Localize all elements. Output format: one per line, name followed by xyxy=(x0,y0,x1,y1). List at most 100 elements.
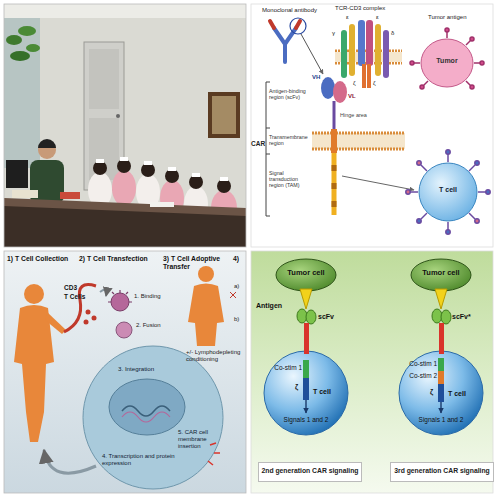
antigen-scfv-receptor-part xyxy=(306,310,316,324)
panel-borders-part xyxy=(251,4,493,247)
node-text: ζ xyxy=(295,383,303,391)
figure-label: VH xyxy=(312,74,326,81)
car-t-process-figure-part xyxy=(45,312,66,334)
car-receptor-spike xyxy=(406,150,490,234)
car-structure-figure-part xyxy=(270,21,300,28)
car-receptor-spike-part xyxy=(447,222,449,230)
figure-label: Antigen xyxy=(256,302,292,310)
car-t-process-figure-part xyxy=(198,266,214,282)
car-structure-figure-part xyxy=(332,201,337,207)
office-photo-part xyxy=(89,118,119,180)
tumor-cell-shape xyxy=(411,259,471,291)
car-structure-figure-part xyxy=(341,30,347,78)
figure-label: δ xyxy=(391,30,399,37)
tumor-antigen-spike-part xyxy=(470,85,474,89)
car-receptor-spike-part xyxy=(406,190,410,194)
figure-label: 1) T Cell Collection xyxy=(7,255,79,263)
office-photo-part xyxy=(89,49,119,109)
car-structure-figure-part xyxy=(366,20,373,66)
car-structure-figure-part xyxy=(349,24,355,76)
office-photo xyxy=(4,4,246,247)
tumor-antigen-spike-part xyxy=(413,62,420,64)
tumor-antigen-spike-part xyxy=(423,81,428,86)
figure-label: Monoclonal antibody xyxy=(262,7,324,14)
office-photo-part xyxy=(212,96,236,134)
transfected-t-cell-detail-part xyxy=(208,443,220,465)
node-text: 3rd generation CAR signaling xyxy=(392,467,492,475)
car-structure-figure-part xyxy=(332,153,337,215)
figure-label: 3) T Cell Adoptive Transfer xyxy=(163,255,229,271)
figure-label: VL xyxy=(348,93,360,100)
figure-label: scFv xyxy=(318,313,342,321)
car-structure-figure-part xyxy=(383,30,389,78)
car-structure-figure-part xyxy=(312,148,405,151)
office-photo-part xyxy=(141,163,155,177)
car-receptor-spike-part xyxy=(469,165,475,171)
transfected-t-cell-shape xyxy=(83,346,223,489)
car-receptor-spike-part xyxy=(478,191,486,193)
t-cell-shape xyxy=(264,351,348,435)
office-photo-part xyxy=(220,177,228,181)
node-text: T cell xyxy=(313,388,347,396)
office-photo-part xyxy=(192,173,200,177)
car-t-process-figure-part xyxy=(92,316,97,321)
figure-label: 1. Binding xyxy=(134,293,174,300)
tumor-cell: Tumor xyxy=(420,38,474,88)
office-photo-part xyxy=(96,159,104,163)
t-cell-detail-part xyxy=(303,378,309,400)
office-photo-part xyxy=(189,175,203,189)
t-cell-detail-part xyxy=(438,371,444,384)
car-receptor-spike-part xyxy=(486,190,490,194)
office-photo-part xyxy=(150,202,174,207)
office-photo-part xyxy=(12,190,38,198)
transfected-t-cell-detail-part xyxy=(109,379,185,435)
office-photo-part xyxy=(4,18,40,168)
office-photo-part xyxy=(208,92,240,138)
office-photo-part xyxy=(26,44,40,52)
tumor-antigen-spike-part xyxy=(466,40,471,45)
t-cell-shape xyxy=(399,351,483,435)
node-text: 4. Transcription and protein expression xyxy=(102,453,182,467)
t-cell-shape xyxy=(419,163,477,221)
panel-borders-part xyxy=(4,4,246,247)
car-receptor-spike-part xyxy=(410,191,418,193)
car-structure-figure-part xyxy=(251,4,493,247)
car-receptor-spike-part xyxy=(446,150,450,154)
car-structure-figure-part xyxy=(367,64,371,88)
office-photo-part xyxy=(4,198,246,216)
node-text: Co-stim 1 xyxy=(267,364,302,371)
figure-label: γ xyxy=(332,30,340,37)
car-t-process-figure-part xyxy=(4,251,246,493)
office-photo-part xyxy=(60,192,80,199)
tumor-antigen-spike-part xyxy=(410,61,414,65)
tumor-antigen-spike-part xyxy=(420,85,424,89)
car-receptor-spike-part xyxy=(475,219,479,223)
caption-box-shape xyxy=(259,463,362,482)
car-structure-figure-part xyxy=(362,64,366,88)
tumor-cell-shape xyxy=(421,39,473,87)
office-photo-part xyxy=(6,160,28,188)
office-photo-part xyxy=(112,170,136,206)
antigen-scfv-receptor-part xyxy=(441,310,451,324)
car-structure-figure-part xyxy=(312,133,405,149)
figure-label: scFv* xyxy=(452,313,478,321)
office-photo-part xyxy=(6,35,22,45)
t-cell-detail-part xyxy=(440,402,441,413)
t-cell-detail-part xyxy=(303,360,309,378)
figure-label: 2. Fusion xyxy=(136,322,176,329)
tumor-cell: Tumor cell xyxy=(275,258,337,292)
car-structure-figure-part xyxy=(358,20,365,66)
figure-label: a) xyxy=(234,283,244,290)
tumor-antigen-spike-part xyxy=(480,61,484,65)
node-text: Signals 1 and 2 xyxy=(408,416,474,423)
antigen-scfv-receptor-part xyxy=(304,323,309,354)
car-t-process-figure-part xyxy=(86,310,91,315)
node-text: Signals 1 and 2 xyxy=(273,416,339,423)
panel-borders-part xyxy=(4,251,246,493)
car-generations-figure xyxy=(251,251,493,493)
figure-label: 4) xyxy=(233,255,245,263)
office-photo-part xyxy=(4,4,246,247)
office-photo-part xyxy=(93,161,107,175)
tumor-antigen-spike-part xyxy=(466,81,471,86)
office-photo-part xyxy=(165,169,179,183)
